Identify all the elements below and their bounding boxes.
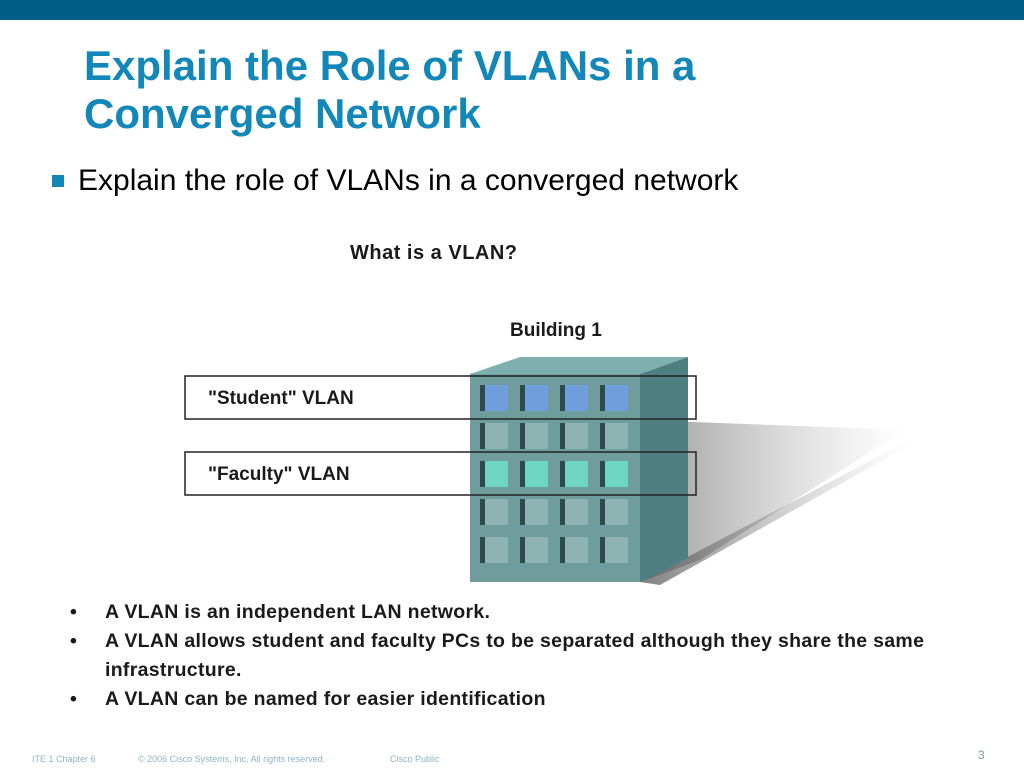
building-side xyxy=(640,357,688,582)
window-edge-r2-c4 xyxy=(600,423,605,449)
window-edge-r1-c2 xyxy=(520,385,525,411)
window-edge-r3-c2 xyxy=(520,461,525,487)
faculty-vlan-box xyxy=(184,451,697,496)
window-edge-r1-c4 xyxy=(600,385,605,411)
window-edge-r1-c1 xyxy=(480,385,485,411)
footer-classification: Cisco Public xyxy=(390,754,440,764)
slide-title-line-2: Converged Network xyxy=(84,90,481,137)
window-edge-r4-c4 xyxy=(600,499,605,525)
window-edge-r1-c3 xyxy=(560,385,565,411)
window-edge-r2-c1 xyxy=(480,423,485,449)
window-edge-r2-c2 xyxy=(520,423,525,449)
building-windows xyxy=(480,385,628,563)
window-edge-r4-c2 xyxy=(520,499,525,525)
faculty-vlan-label: "Faculty" VLAN xyxy=(208,464,350,485)
window-edge-r3-c1 xyxy=(480,461,485,487)
window-edge-r5-c1 xyxy=(480,537,485,563)
building-shadow-body xyxy=(640,420,905,582)
diagram-title: What is a VLAN? xyxy=(350,242,518,264)
window-edge-r4-c3 xyxy=(560,499,565,525)
slide-title-line-1: Explain the Role of VLANs in a xyxy=(84,42,696,89)
page-number: 3 xyxy=(978,748,985,762)
building-top xyxy=(470,357,688,374)
diagram-bullet-1: A VLAN is an independent LAN network. xyxy=(70,598,970,627)
diagram-bullet-2: A VLAN allows student and faculty PCs to… xyxy=(70,627,970,685)
window-edge-r4-c1 xyxy=(480,499,485,525)
window-edge-r5-c3 xyxy=(560,537,565,563)
window-edge-r3-c4 xyxy=(600,461,605,487)
student-vlan-label: "Student" VLAN xyxy=(208,388,354,409)
square-bullet-icon xyxy=(52,175,64,187)
window-edge-r5-c2 xyxy=(520,537,525,563)
student-vlan-box xyxy=(184,375,697,420)
building-label: Building 1 xyxy=(510,320,602,341)
window-edge-r2-c3 xyxy=(560,423,565,449)
header-bar xyxy=(0,0,1024,20)
footer-chapter: ITE 1 Chapter 6 xyxy=(32,754,96,764)
footer-copyright: © 2006 Cisco Systems, Inc. All rights re… xyxy=(138,754,326,764)
window-edge-r3-c3 xyxy=(560,461,565,487)
window-edge-r5-c4 xyxy=(600,537,605,563)
slide-title: Explain the Role of VLANs in a Converged… xyxy=(84,42,984,138)
main-bullet-text: Explain the role of VLANs in a converged… xyxy=(78,164,739,197)
diagram-bullet-list: A VLAN is an independent LAN network. A … xyxy=(70,598,970,714)
diagram-bullet-3: A VLAN can be named for easier identific… xyxy=(70,685,970,714)
